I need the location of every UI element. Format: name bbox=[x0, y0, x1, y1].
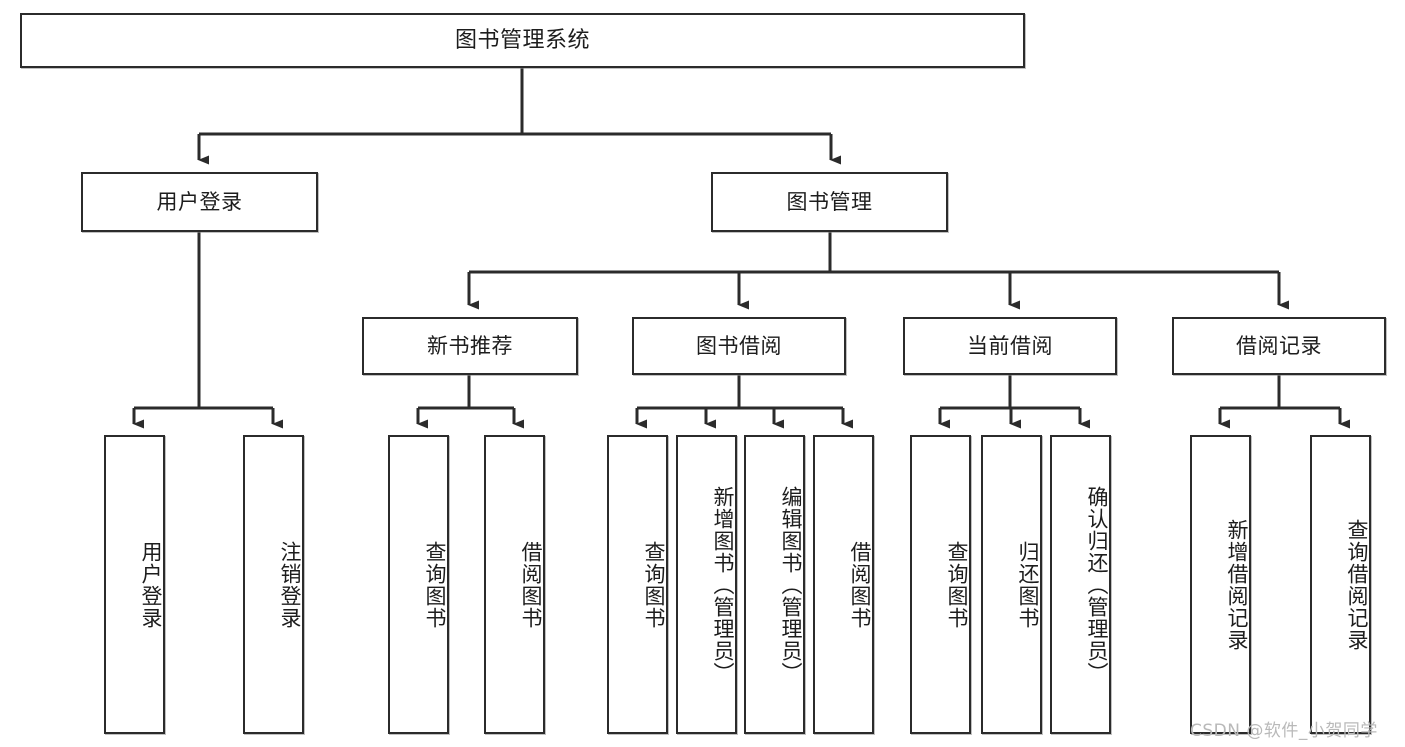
node-current-borrow-label: 当前借阅 bbox=[967, 333, 1053, 358]
node-user-login[interactable]: 用户登录 bbox=[81, 172, 318, 232]
node-borrow-record-label: 借阅记录 bbox=[1236, 333, 1322, 358]
leaf-label: 查询图书 bbox=[642, 540, 666, 629]
leaf-return-book[interactable]: 归还图书 bbox=[981, 435, 1042, 734]
leaf-label: 查询图书 bbox=[945, 540, 969, 629]
node-root-label: 图书管理系统 bbox=[454, 27, 590, 53]
leaf-label: 编辑图书（管理员） bbox=[779, 485, 803, 684]
leaf-logout-login[interactable]: 注销登录 bbox=[243, 435, 304, 734]
leaf-label: 查询图书 bbox=[423, 540, 447, 629]
leaf-label: 注销登录 bbox=[278, 540, 302, 629]
leaf-label: 归还图书 bbox=[1016, 540, 1040, 629]
node-book-management[interactable]: 图书管理 bbox=[711, 172, 948, 232]
leaf-confirm-return-admin[interactable]: 确认归还（管理员） bbox=[1050, 435, 1111, 734]
leaf-label: 借阅图书 bbox=[519, 540, 543, 629]
node-book-management-label: 图书管理 bbox=[786, 189, 873, 214]
leaf-query-borrow-record[interactable]: 查询借阅记录 bbox=[1310, 435, 1371, 734]
leaf-label: 新增图书（管理员） bbox=[711, 485, 735, 684]
leaf-label: 借阅图书 bbox=[848, 540, 872, 629]
leaf-borrow-book[interactable]: 借阅图书 bbox=[813, 435, 874, 734]
leaf-add-borrow-record[interactable]: 新增借阅记录 bbox=[1190, 435, 1251, 734]
leaf-edit-book-admin[interactable]: 编辑图书（管理员） bbox=[744, 435, 805, 734]
leaf-label: 确认归还（管理员） bbox=[1085, 485, 1109, 684]
leaf-label: 新增借阅记录 bbox=[1225, 518, 1249, 651]
leaf-label: 用户登录 bbox=[139, 540, 163, 629]
node-borrow-record[interactable]: 借阅记录 bbox=[1172, 317, 1386, 375]
node-book-borrow-label: 图书借阅 bbox=[696, 333, 782, 358]
leaf-add-book-admin[interactable]: 新增图书（管理员） bbox=[676, 435, 737, 734]
node-current-borrow[interactable]: 当前借阅 bbox=[903, 317, 1117, 375]
csdn-watermark: CSDN @软件_小贺同学 bbox=[1190, 721, 1378, 741]
node-user-login-label: 用户登录 bbox=[156, 189, 243, 214]
leaf-label: 查询借阅记录 bbox=[1345, 518, 1369, 651]
leaf-query-book-recommend[interactable]: 查询图书 bbox=[388, 435, 449, 734]
leaf-query-book-borrow[interactable]: 查询图书 bbox=[607, 435, 668, 734]
node-new-book-recommend[interactable]: 新书推荐 bbox=[362, 317, 578, 375]
node-root[interactable]: 图书管理系统 bbox=[20, 13, 1025, 68]
leaf-borrow-book-recommend[interactable]: 借阅图书 bbox=[484, 435, 545, 734]
leaf-query-book-current[interactable]: 查询图书 bbox=[910, 435, 971, 734]
node-book-borrow[interactable]: 图书借阅 bbox=[632, 317, 846, 375]
leaf-user-login[interactable]: 用户登录 bbox=[104, 435, 165, 734]
node-new-book-recommend-label: 新书推荐 bbox=[427, 333, 513, 358]
